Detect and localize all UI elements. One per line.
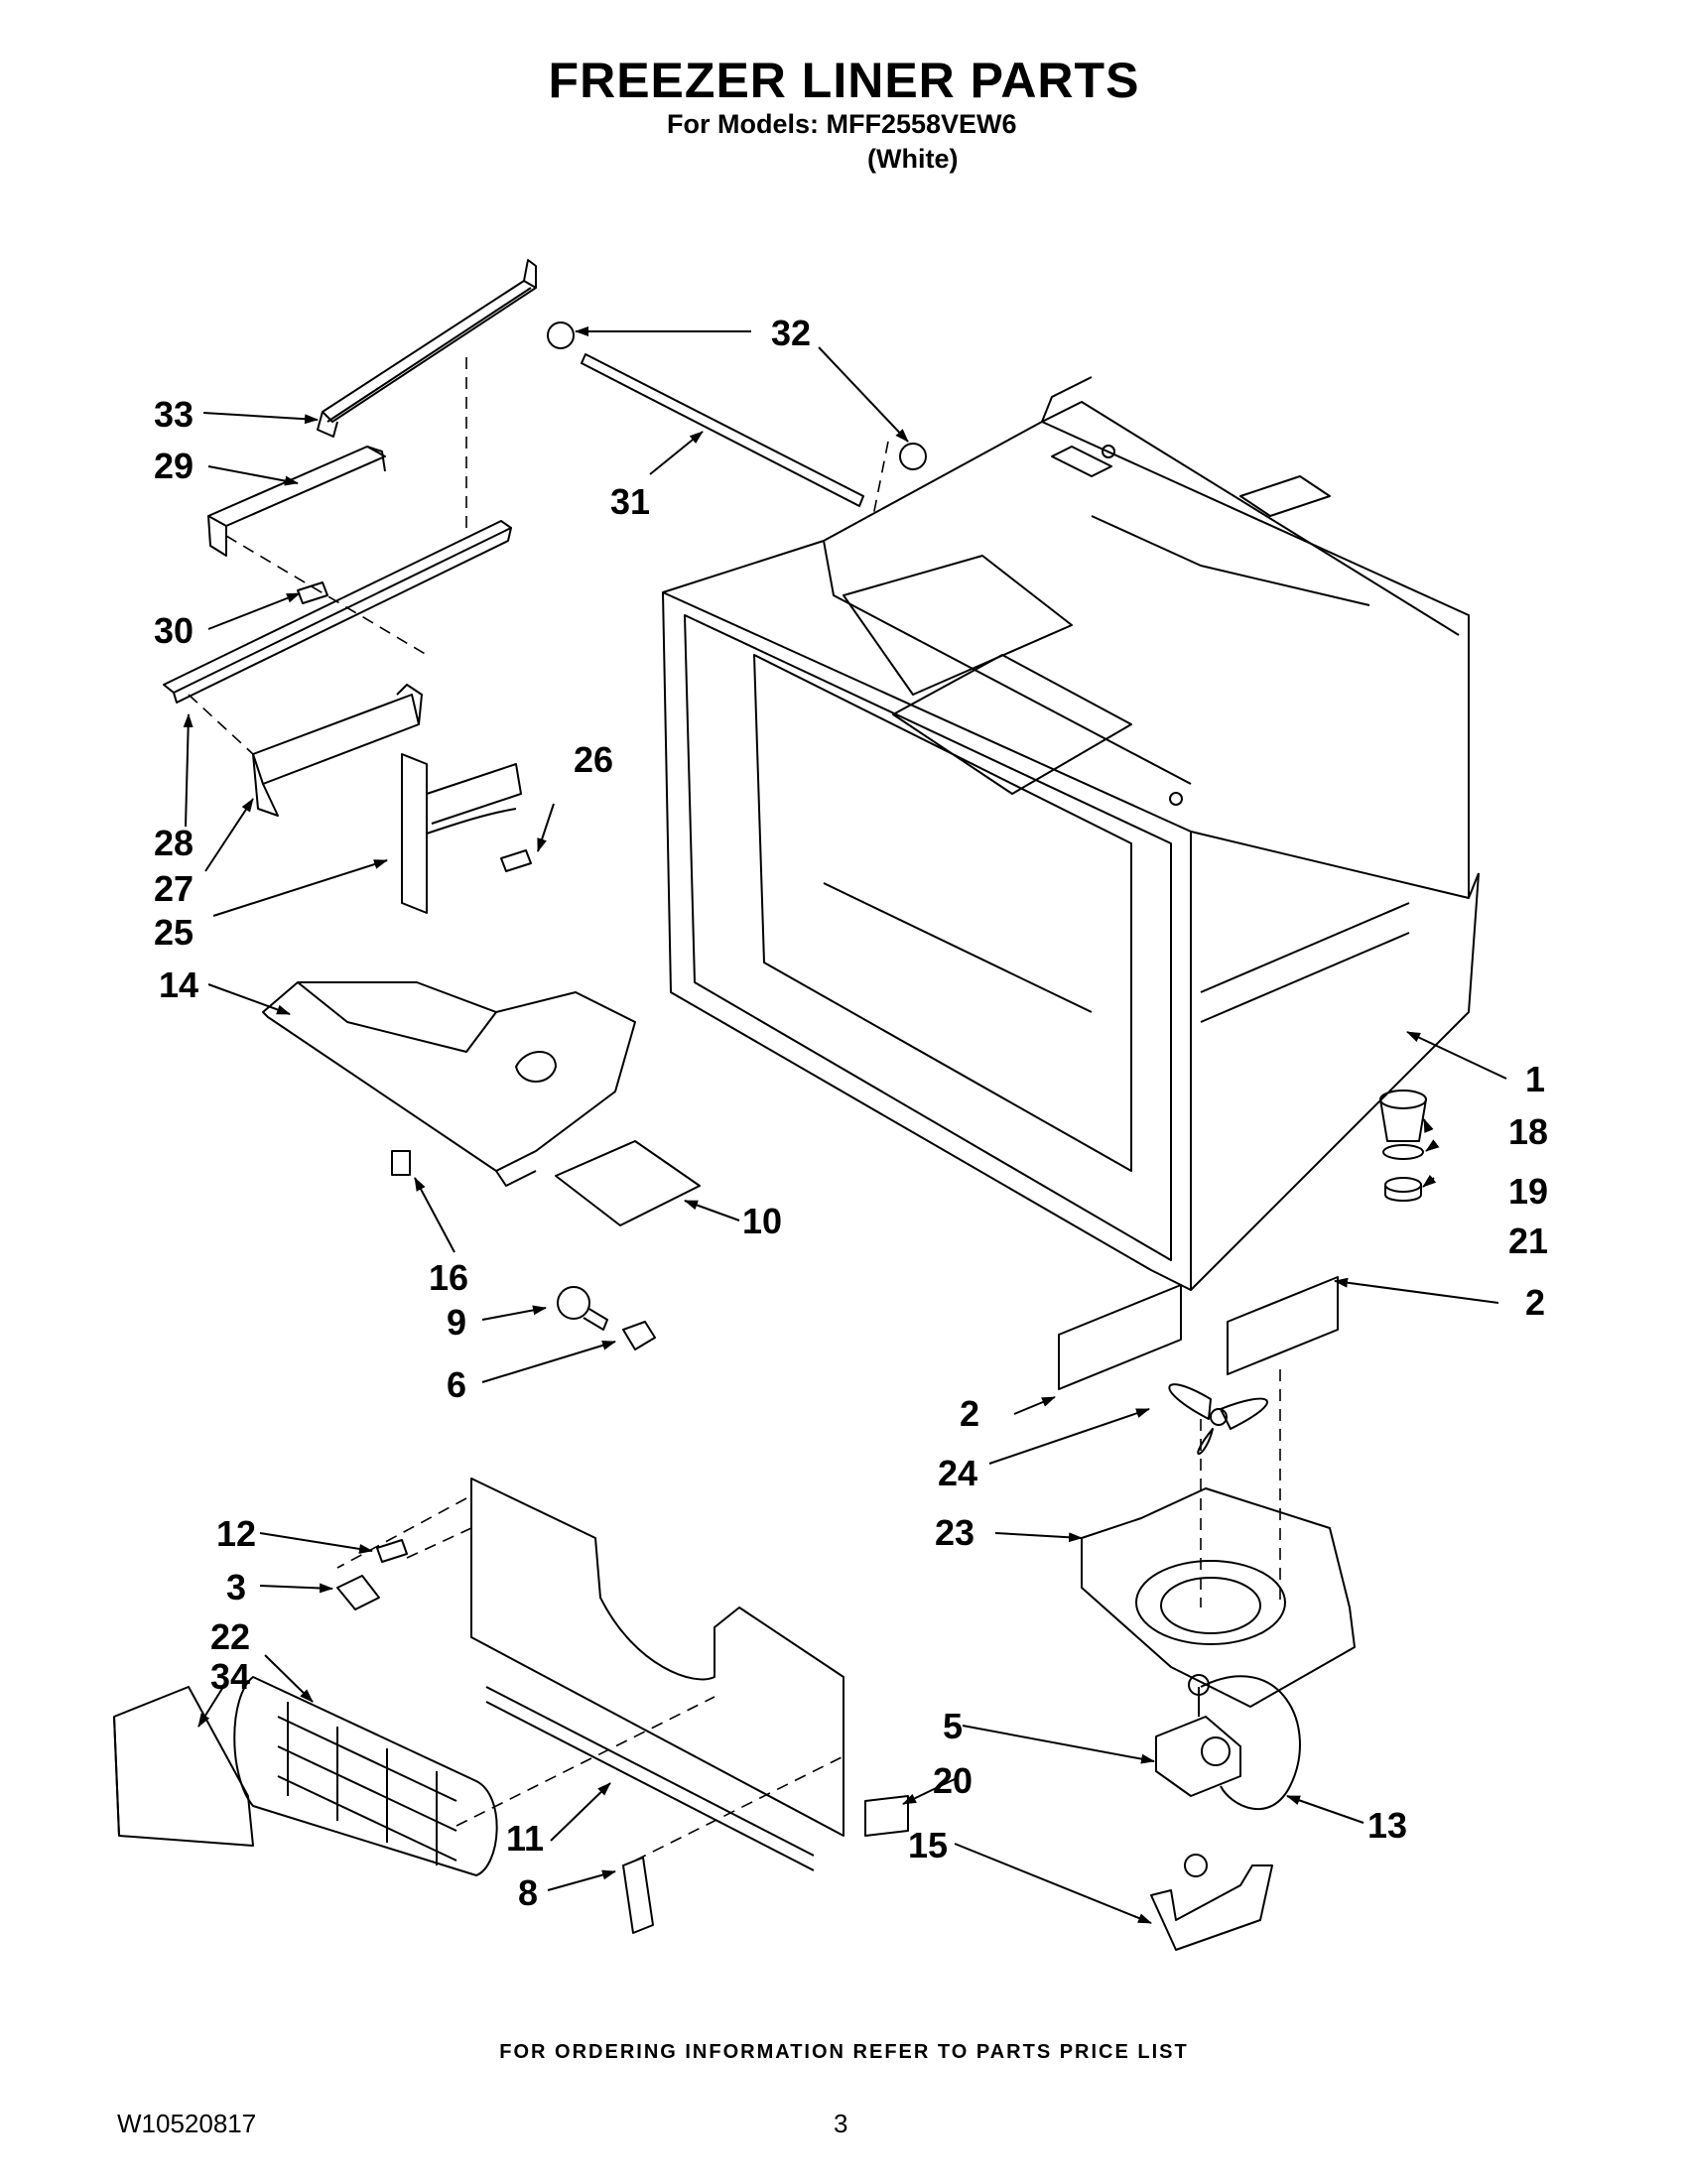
- callout-2-left: 2: [960, 1393, 979, 1434]
- callout-16: 16: [429, 1257, 468, 1298]
- callout-11: 11: [506, 1818, 544, 1859]
- motor-grommet: [1184, 1854, 1208, 1877]
- motor-mount: [1150, 1864, 1273, 1951]
- side-bracket: [401, 753, 522, 914]
- callout-14: 14: [159, 964, 198, 1005]
- callout-33: 33: [154, 394, 194, 435]
- shaft: [581, 353, 864, 507]
- rail-bracket: [207, 446, 386, 557]
- freezer-liner: [662, 376, 1480, 1291]
- wire-harness: [1200, 1675, 1301, 1810]
- callout-26: 26: [574, 739, 613, 780]
- callout-23: 23: [935, 1512, 974, 1553]
- callout-22: 22: [210, 1616, 250, 1657]
- fan-blade: [1168, 1383, 1268, 1455]
- leader-dashes: [188, 357, 1281, 1862]
- evaporator-cover: [470, 1477, 844, 1871]
- light-socket: [622, 1321, 656, 1350]
- damper: [336, 1575, 380, 1610]
- screw-26: [500, 849, 532, 872]
- screw-12: [376, 1539, 408, 1563]
- callout-9: 9: [447, 1302, 466, 1343]
- slide-bracket: [252, 684, 423, 817]
- switch: [391, 1150, 411, 1176]
- callout-1: 1: [1525, 1059, 1545, 1099]
- fan-shroud: [1081, 1487, 1356, 1708]
- callout-19: 19: [1508, 1171, 1548, 1212]
- gear-bottom: [899, 443, 927, 470]
- air-grille: [233, 1676, 498, 1876]
- model-color: (White): [867, 144, 959, 174]
- callout-21: 21: [1508, 1220, 1548, 1261]
- callout-arrows: [183, 326, 1507, 1924]
- seal-strip: [864, 1795, 909, 1837]
- callout-3: 3: [226, 1567, 246, 1607]
- vent-plate: [555, 1140, 701, 1226]
- drain-tube: [622, 1857, 654, 1934]
- callout-24: 24: [938, 1453, 977, 1493]
- callout-25: 25: [154, 912, 194, 953]
- model-number: For Models: MFF2558VEW6: [667, 109, 1017, 139]
- callout-20: 20: [933, 1760, 973, 1801]
- callout-10: 10: [742, 1201, 782, 1241]
- callout-8: 8: [518, 1872, 538, 1913]
- grille-cover: [113, 1686, 254, 1847]
- pad-right: [1227, 1276, 1339, 1375]
- cap-assembly: [1379, 1090, 1427, 1202]
- drawer-slide: [163, 520, 512, 704]
- slide-rail: [317, 259, 537, 438]
- callout-2-right: 2: [1525, 1282, 1545, 1323]
- light-bulb: [557, 1286, 608, 1331]
- screw-30: [297, 581, 328, 604]
- callout-5: 5: [943, 1706, 963, 1746]
- callout-34: 34: [210, 1656, 250, 1697]
- callout-13: 13: [1367, 1805, 1407, 1846]
- page-title: FREEZER LINER PARTS: [548, 53, 1140, 108]
- ice-chute: [262, 981, 636, 1187]
- callout-31: 31: [610, 481, 650, 522]
- page-number: 3: [834, 2109, 848, 2138]
- callout-6: 6: [447, 1364, 466, 1405]
- callout-18: 18: [1508, 1111, 1548, 1152]
- callout-15: 15: [908, 1825, 948, 1865]
- document-number: W10520817: [117, 2109, 257, 2138]
- callout-12: 12: [216, 1513, 256, 1554]
- callout-29: 29: [154, 446, 194, 486]
- callout-27: 27: [154, 868, 194, 909]
- ordering-info: FOR ORDERING INFORMATION REFER TO PARTS …: [499, 2041, 1189, 2063]
- callout-32: 32: [771, 313, 811, 353]
- callout-30: 30: [154, 610, 194, 651]
- callout-28: 28: [154, 823, 194, 863]
- gear-top: [547, 321, 575, 349]
- pad-left: [1058, 1284, 1182, 1390]
- fan-motor: [1155, 1674, 1241, 1797]
